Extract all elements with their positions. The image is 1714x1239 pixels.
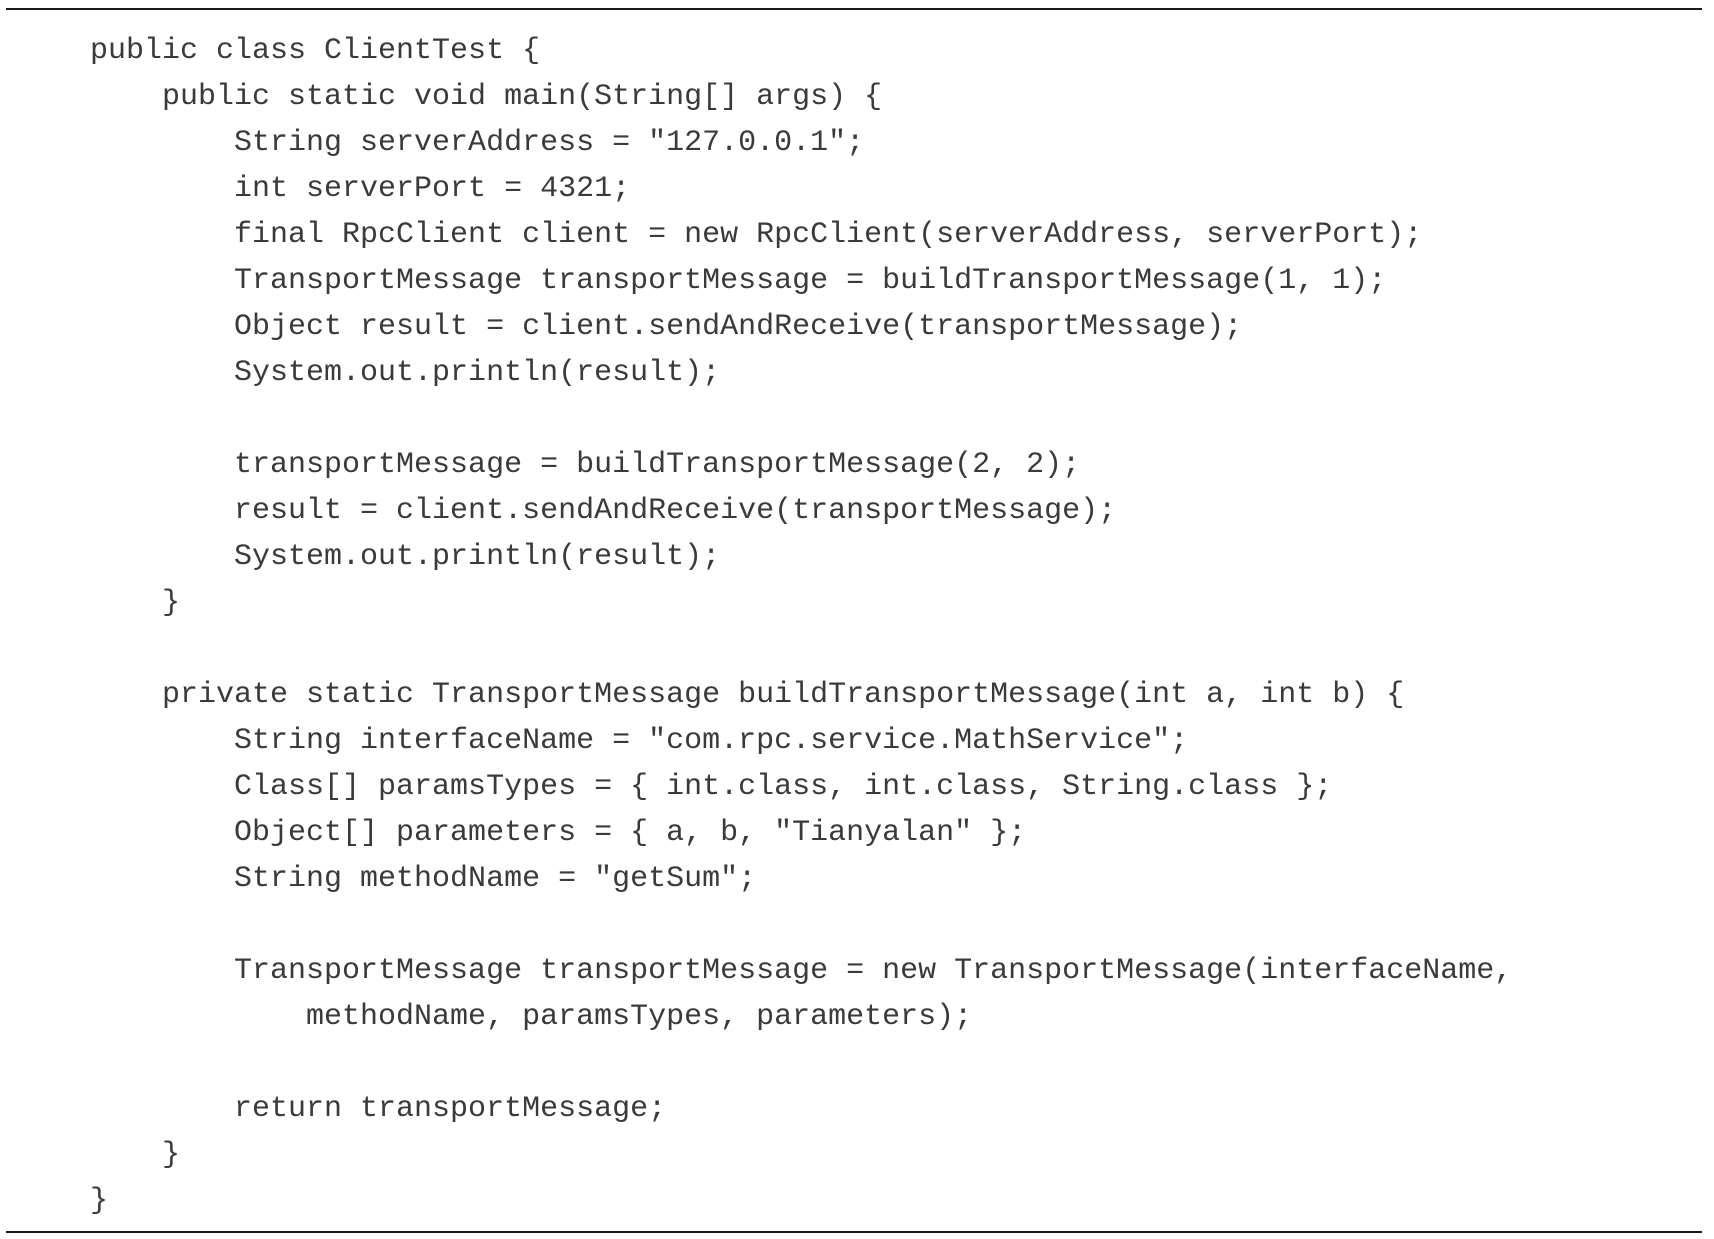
code-line-2: public static void main(String[] args) { <box>90 80 883 114</box>
code-line-3: String serverAddress = "127.0.0.1"; <box>90 126 865 160</box>
code-line-9 <box>90 396 1512 442</box>
code-line-15: private static TransportMessage buildTra… <box>90 678 1405 712</box>
code-line-1: public class ClientTest { <box>90 34 541 68</box>
code-line-12: System.out.println(result); <box>90 540 721 574</box>
code-line-8: System.out.println(result); <box>90 356 721 390</box>
code-line-25: } <box>90 1138 181 1172</box>
code-line-19: String methodName = "getSum"; <box>90 862 757 896</box>
code-line-16: String interfaceName = "com.rpc.service.… <box>90 724 1189 758</box>
code-line-14 <box>90 626 1512 672</box>
code-line-10: transportMessage = buildTransportMessage… <box>90 448 1081 482</box>
code-line-17: Class[] paramsTypes = { int.class, int.c… <box>90 770 1333 804</box>
code-line-18: Object[] parameters = { a, b, "Tianyalan… <box>90 816 1027 850</box>
code-line-20 <box>90 902 1512 948</box>
code-line-13: } <box>90 586 181 620</box>
top-rule <box>6 8 1702 10</box>
code-text: public class ClientTest { public static … <box>90 28 1512 1224</box>
code-line-21: TransportMessage transportMessage = new … <box>90 954 1513 988</box>
code-line-22: methodName, paramsTypes, parameters); <box>90 1000 973 1034</box>
code-line-26: } <box>90 1184 109 1218</box>
code-line-4: int serverPort = 4321; <box>90 172 631 206</box>
code-line-6: TransportMessage transportMessage = buil… <box>90 264 1387 298</box>
bottom-rule <box>6 1231 1702 1233</box>
code-line-5: final RpcClient client = new RpcClient(s… <box>90 218 1423 252</box>
code-line-11: result = client.sendAndReceive(transport… <box>90 494 1117 528</box>
code-line-7: Object result = client.sendAndReceive(tr… <box>90 310 1243 344</box>
code-line-24: return transportMessage; <box>90 1092 667 1126</box>
code-line-23 <box>90 1040 1512 1086</box>
